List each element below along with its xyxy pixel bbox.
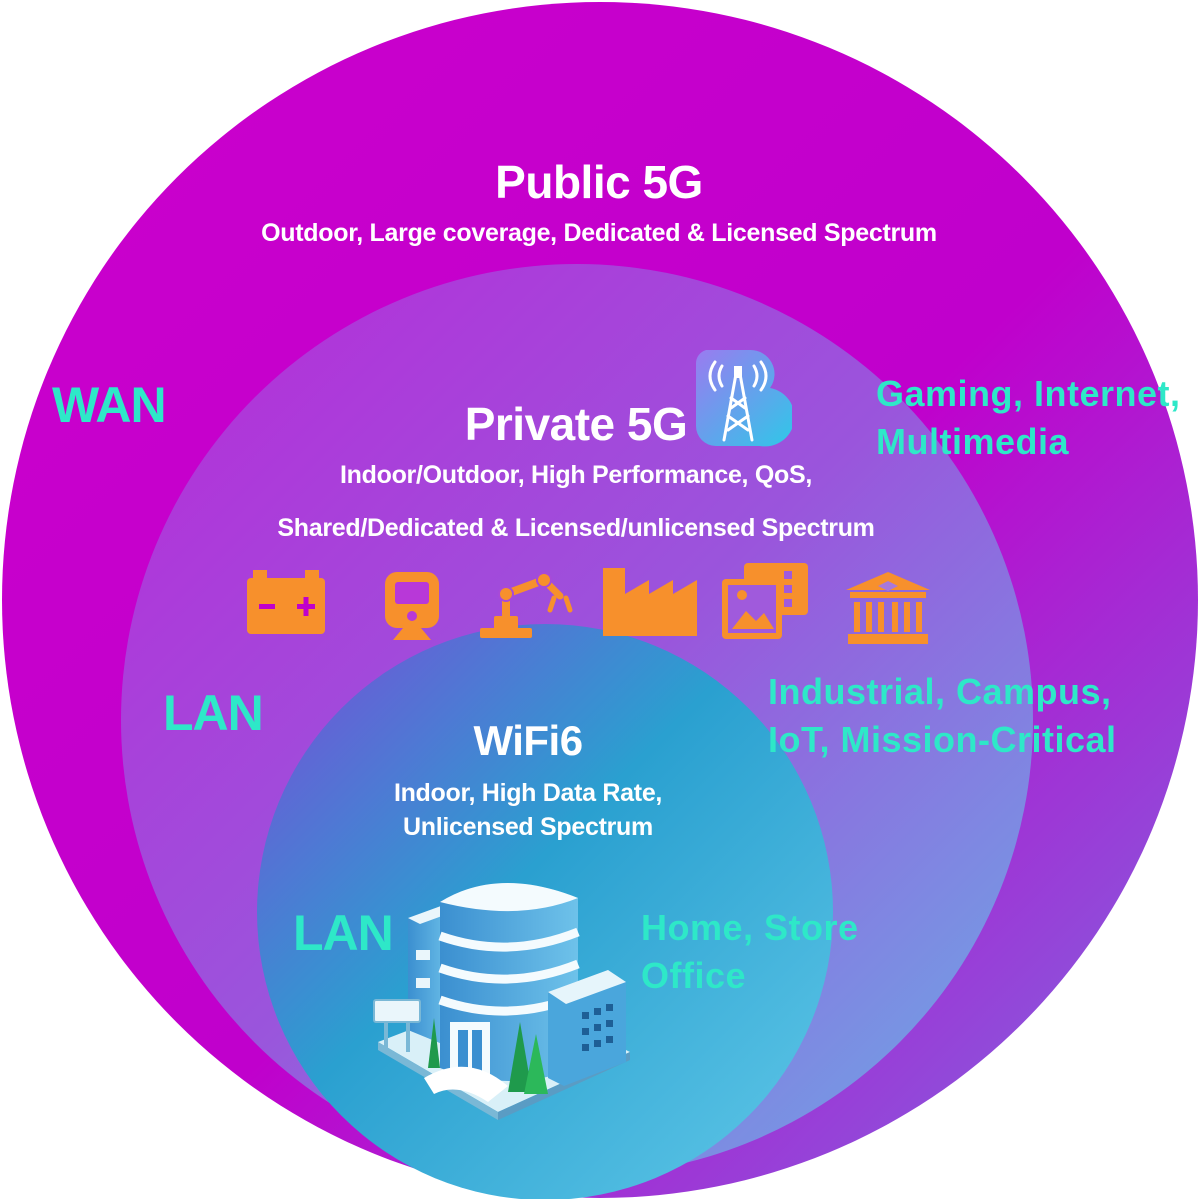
office-building-icon bbox=[373, 882, 630, 1120]
public-5g-use-line: Multimedia bbox=[876, 421, 1070, 462]
wifi6-use-line: Home, Store bbox=[641, 907, 859, 948]
private-5g-subtitle-2: Shared/Dedicated & Licensed/unlicensed S… bbox=[277, 514, 875, 542]
wifi6-uses: Home, Store Office bbox=[641, 904, 859, 1000]
private-5g-subtitle-1: Indoor/Outdoor, High Performance, QoS, bbox=[340, 461, 812, 489]
gallery-icon bbox=[722, 563, 808, 639]
battery-icon bbox=[247, 570, 325, 634]
public-5g-use-line: Gaming, Internet, bbox=[876, 373, 1181, 414]
wifi6-use-line: Office bbox=[641, 955, 747, 996]
private-5g-use-line: IoT, Mission-Critical bbox=[768, 719, 1117, 760]
campus-building-icon bbox=[846, 572, 930, 644]
wifi6-title: WiFi6 bbox=[473, 717, 583, 764]
public-5g-subtitle: Outdoor, Large coverage, Dedicated & Lic… bbox=[261, 219, 937, 247]
private-5g-use-line: Industrial, Campus, bbox=[768, 671, 1112, 712]
private-5g-title: Private 5G bbox=[464, 398, 688, 450]
private-lan-label: LAN bbox=[163, 685, 264, 741]
train-icon bbox=[385, 572, 439, 640]
public-5g-uses: Gaming, Internet, Multimedia bbox=[876, 370, 1181, 466]
robot-arm-icon bbox=[480, 572, 573, 638]
wan-label: WAN bbox=[52, 377, 167, 433]
wifi6-subtitle-2: Unlicensed Spectrum bbox=[403, 813, 653, 841]
private-5g-uses: Industrial, Campus, IoT, Mission-Critica… bbox=[768, 668, 1117, 764]
wifi6-subtitle-1: Indoor, High Data Rate, bbox=[393, 779, 663, 807]
wifi-lan-label: LAN bbox=[293, 905, 394, 961]
factory-icon bbox=[603, 568, 697, 636]
cell-tower-cloud-icon bbox=[695, 349, 792, 447]
public-5g-title: Public 5G bbox=[495, 156, 703, 208]
